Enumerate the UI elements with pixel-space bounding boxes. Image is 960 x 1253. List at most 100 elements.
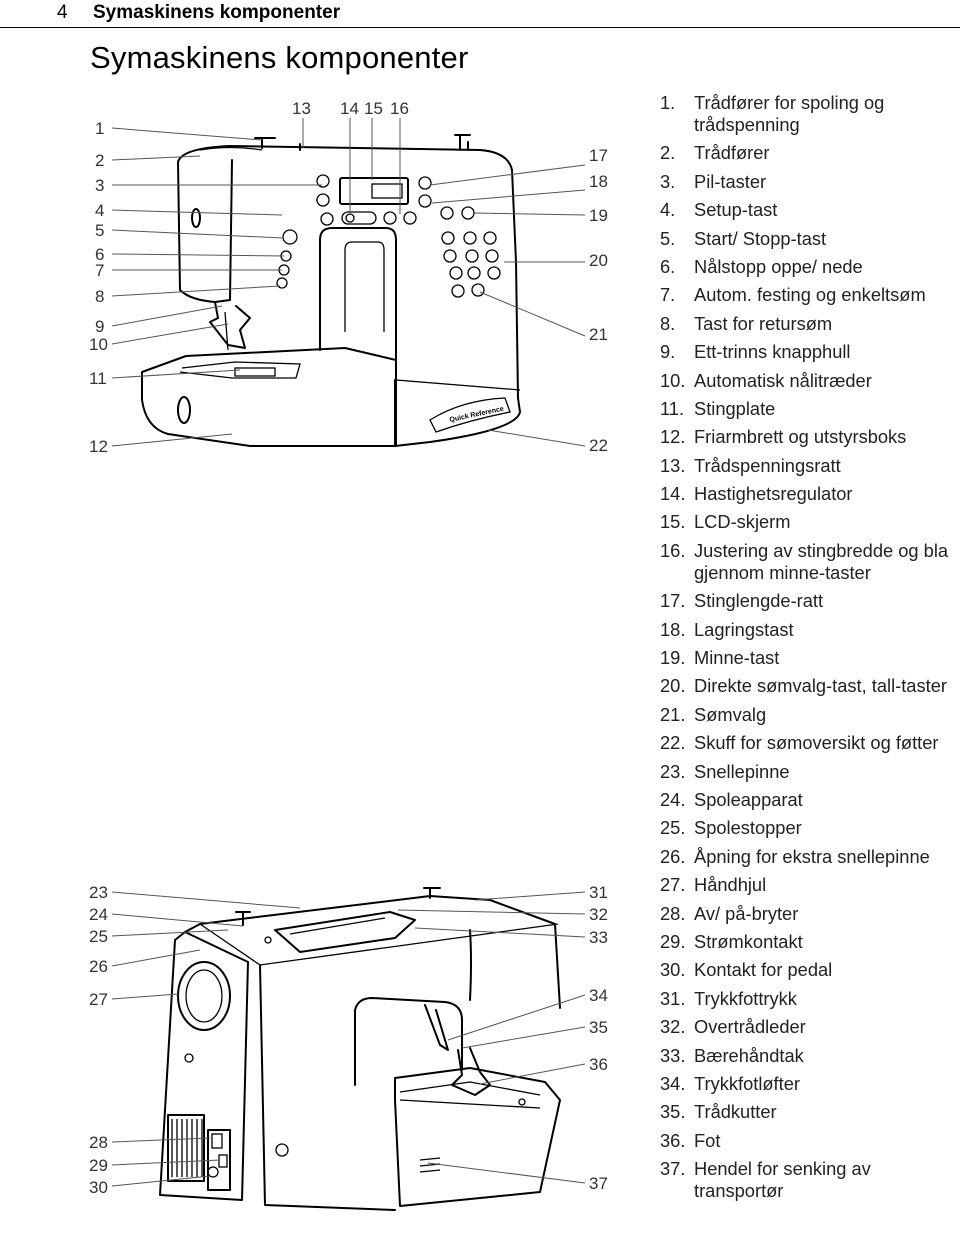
item-number: 25. xyxy=(660,817,686,839)
item-label: Snellepinne xyxy=(694,760,790,782)
list-item: 6.Nålstopp oppe/ nede xyxy=(660,256,958,278)
callout-4: 4 xyxy=(95,201,104,220)
list-item: 15.LCD-skjerm xyxy=(660,511,958,533)
item-label: Trådkutter xyxy=(694,1101,777,1123)
front-top-callouts: 13 14 15 16 xyxy=(292,99,409,118)
callout-30: 30 xyxy=(89,1178,108,1197)
item-number: 14. xyxy=(660,483,686,505)
item-number: 29. xyxy=(660,930,686,952)
list-item: 33.Bærehåndtak xyxy=(660,1045,958,1067)
callout-23: 23 xyxy=(89,883,108,902)
callout-37: 37 xyxy=(589,1174,608,1193)
item-label: Åpning for ekstra snellepinne xyxy=(694,845,930,867)
item-number: 27. xyxy=(660,874,686,896)
item-number: 21. xyxy=(660,703,686,725)
item-label: Trykkfottrykk xyxy=(694,987,797,1009)
item-number: 30. xyxy=(660,959,686,981)
item-number: 12. xyxy=(660,426,686,448)
list-item: 5. Start/ Stopp-tast xyxy=(660,228,958,250)
list-item: 16. Justering av stingbredde og bla gjenn… xyxy=(660,540,958,584)
item-label: Direkte sømvalg-tast, tall-taster xyxy=(694,675,947,697)
item-number: 19. xyxy=(660,647,686,669)
item-label: Nålstopp oppe/ nede xyxy=(694,255,863,277)
item-number: 5. xyxy=(660,227,676,249)
item-label: Overtrådleder xyxy=(694,1016,806,1038)
list-item: 18. Lagringstast xyxy=(660,619,958,641)
list-item: 21. Sømvalg xyxy=(660,704,958,726)
callout-7: 7 xyxy=(95,261,104,280)
list-item: 24.Spoleapparat xyxy=(660,789,958,811)
list-item: 28.Av/ på-bryter xyxy=(660,903,958,925)
item-label: Start/ Stopp-tast xyxy=(694,227,827,249)
item-number: 7. xyxy=(660,284,676,306)
sewing-machine-diagrams: Quick Reference xyxy=(89,99,608,1211)
item-label: Strømkontakt xyxy=(694,930,803,952)
callout-5: 5 xyxy=(95,221,104,240)
item-number: 18. xyxy=(660,618,686,640)
item-label: Trådspenningsratt xyxy=(694,454,841,476)
item-number: 20. xyxy=(660,675,686,697)
item-label: Kontakt for pedal xyxy=(694,959,833,981)
list-item: 2.Trådfører xyxy=(660,142,958,164)
list-item: 14. Hastighetsregulator xyxy=(660,483,958,505)
callout-25: 25 xyxy=(89,927,108,946)
item-label: Justering av stingbredde og bla gjennom … xyxy=(694,539,949,583)
list-item: 9.Ett-trinns knapphull xyxy=(660,341,958,363)
list-item: 37.Hendel for senking av transportør xyxy=(660,1158,958,1202)
item-number: 16. xyxy=(660,539,686,561)
item-number: 13. xyxy=(660,454,686,476)
list-item: 29. Strømkontakt xyxy=(660,931,958,953)
item-number: 1. xyxy=(660,92,676,113)
callout-8: 8 xyxy=(95,287,104,306)
list-item: 10.Automatisk nålitræder xyxy=(660,370,958,392)
callout-20: 20 xyxy=(589,251,608,270)
item-label: Hastighetsregulator xyxy=(694,483,853,505)
item-label: Lagringstast xyxy=(694,618,794,640)
callout-6: 6 xyxy=(95,245,104,264)
item-label: Minne-tast xyxy=(694,647,780,669)
list-item: 35.Trådkutter xyxy=(660,1101,958,1123)
callout-29: 29 xyxy=(89,1156,108,1175)
item-number: 26. xyxy=(660,845,686,867)
item-label: Trykkfotløfter xyxy=(694,1072,800,1094)
callout-34: 34 xyxy=(589,986,608,1005)
callout-33: 33 xyxy=(589,928,608,947)
callout-13: 13 xyxy=(292,99,311,118)
callout-18: 18 xyxy=(589,172,608,191)
callout-31: 31 xyxy=(589,883,608,902)
item-label: Sømvalg xyxy=(694,703,767,725)
item-number: 32. xyxy=(660,1016,686,1038)
callout-22: 22 xyxy=(589,436,608,455)
callout-28: 28 xyxy=(89,1133,108,1152)
item-label: Ett-trinns knapphull xyxy=(694,341,851,363)
item-number: 22. xyxy=(660,732,686,754)
callout-15: 15 xyxy=(364,99,383,118)
callout-11: 11 xyxy=(89,369,107,388)
item-number: 24. xyxy=(660,788,686,810)
callout-35: 35 xyxy=(589,1018,608,1037)
parts-list: 1.Trådfører for spoling og trådspenning … xyxy=(660,92,958,1208)
callout-14: 14 xyxy=(340,99,359,118)
callout-26: 26 xyxy=(89,957,108,976)
list-item: 19. Minne-tast xyxy=(660,647,958,669)
item-label: Pil-taster xyxy=(694,170,767,192)
callout-24: 24 xyxy=(89,905,108,924)
item-number: 11. xyxy=(660,397,685,419)
list-item: 3. Pil-taster xyxy=(660,171,958,193)
callout-27: 27 xyxy=(89,990,108,1009)
list-item: 11.Stingplate xyxy=(660,398,958,420)
list-item: 22.Skuff for sømoversikt og føtter xyxy=(660,732,958,754)
callout-17: 17 xyxy=(589,146,608,165)
item-number: 28. xyxy=(660,902,686,924)
list-item: 25.Spolestopper xyxy=(660,817,958,839)
list-item: 20. Direkte sømvalg-tast, tall-taster xyxy=(660,675,958,697)
item-label: Hendel for senking av transportør xyxy=(694,1158,871,1202)
back-right-callouts: 31 32 33 34 35 36 37 xyxy=(589,883,608,1193)
item-label: Autom. festing og enkeltsøm xyxy=(694,284,926,306)
item-number: 31. xyxy=(660,987,686,1009)
item-number: 10. xyxy=(660,369,686,391)
item-number: 17. xyxy=(660,590,686,612)
item-number: 3. xyxy=(660,170,676,192)
item-number: 15. xyxy=(660,511,686,533)
list-item: 23.Snellepinne xyxy=(660,761,958,783)
